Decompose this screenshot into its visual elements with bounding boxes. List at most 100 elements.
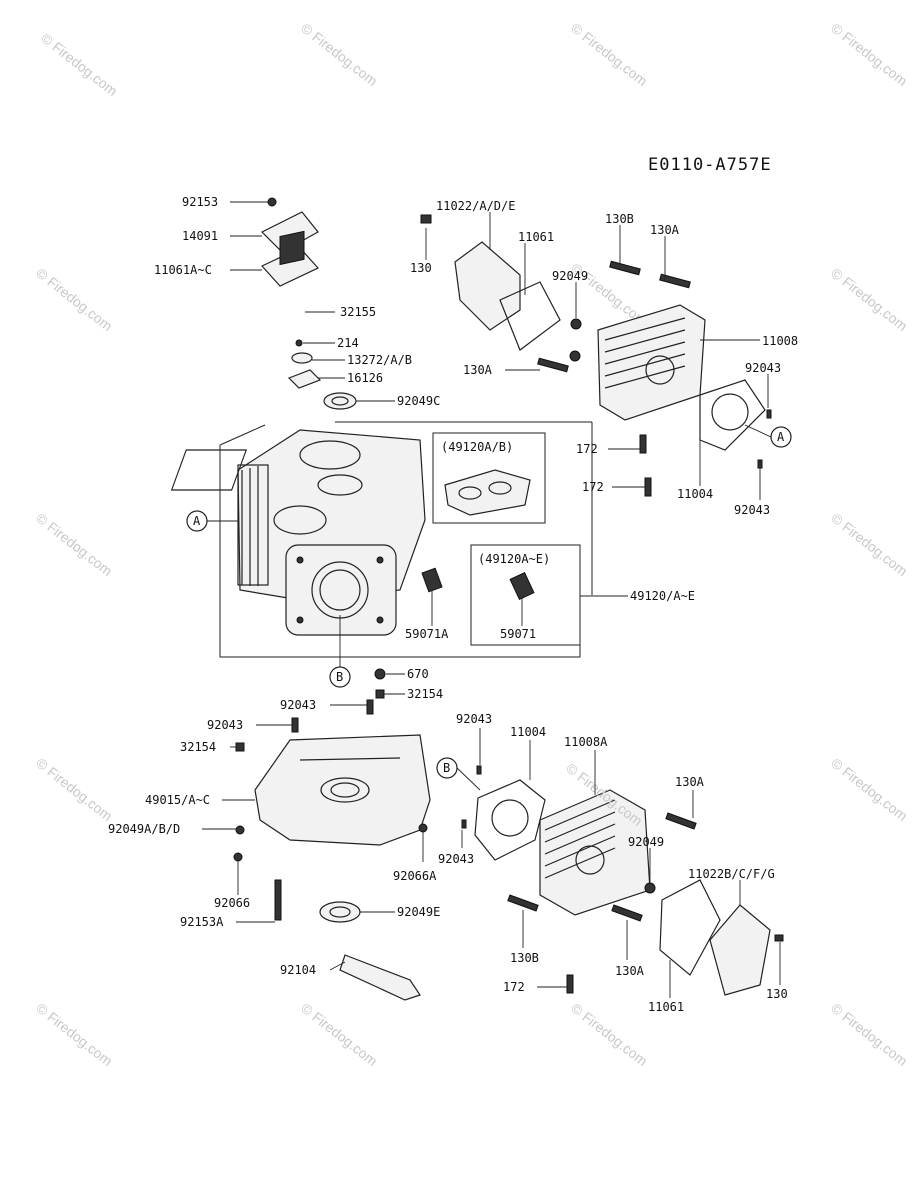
breather-valve-32155: [279, 230, 305, 266]
bolt-130A-b2: [611, 904, 643, 922]
label-11061AC: 11061A~C: [154, 263, 212, 277]
label-92066: 92066: [214, 896, 250, 910]
callout-A-right: A: [744, 424, 792, 448]
watermark: © Firedog.com: [828, 755, 910, 824]
pipe-172b: [644, 477, 652, 497]
callout-B-left: B: [329, 615, 351, 688]
svg-text:A: A: [777, 430, 785, 444]
label-11022ADE: 11022/A/D/E: [436, 199, 515, 213]
svg-text:B: B: [336, 670, 343, 684]
rocker-cover-11022b: [709, 904, 771, 996]
gasket-11004: [699, 379, 766, 451]
watermark: © Firedog.com: [828, 20, 910, 89]
plug-92066A: [418, 823, 428, 833]
label-32154: 32154: [407, 687, 443, 701]
crankcase-cover: [233, 699, 431, 1001]
svg-text:B: B: [443, 761, 450, 775]
tube-92104: [339, 954, 421, 1001]
watermark: © Firedog.com: [38, 30, 120, 99]
label-214: 214: [337, 336, 359, 350]
plug-92066: [233, 852, 243, 862]
cylinder-head-upper: [420, 214, 772, 497]
label-11061: 11061: [518, 230, 554, 244]
dowel-92043b: [757, 459, 763, 469]
gasket-11061b: [659, 879, 721, 976]
breather-assembly: [260, 197, 357, 410]
bolt-130b: [774, 934, 784, 942]
label-670: 670: [407, 667, 429, 681]
watermark-layer: © Firedog.com © Firedog.com © Firedog.co…: [33, 20, 910, 1069]
bolt-130A-mid: [537, 357, 569, 373]
label-49015: 49015/A~C: [145, 793, 210, 807]
plug-92049ABD: [235, 825, 245, 835]
label-92049ABD: 92049A/B/D: [108, 822, 180, 836]
label-130b: 130: [766, 987, 788, 1001]
gasket-11004b: [474, 779, 546, 861]
oring-670: [374, 668, 386, 680]
label-92043-b2: 92043: [438, 852, 474, 866]
plate-13272: [291, 352, 313, 364]
label-11008A: 11008A: [564, 735, 608, 749]
pipe-172c: [566, 974, 574, 994]
label-16126: 16126: [347, 371, 383, 385]
label-92049C: 92049C: [397, 394, 440, 408]
label-130B-b: 130B: [510, 951, 539, 965]
breather-cover-14091: [260, 211, 319, 253]
crankcase: [170, 429, 443, 636]
watermark: © Firedog.com: [298, 1000, 380, 1069]
bolt-130A-b: [665, 812, 697, 830]
nut-92049: [570, 318, 582, 330]
inset-49120AE: (49120A~E): [470, 544, 581, 646]
inset-49120AB: (49120A/B): [432, 432, 546, 524]
label-32155: 32155: [340, 305, 376, 319]
pipe-172: [639, 434, 647, 454]
bolt-130: [420, 214, 432, 224]
label-92066A: 92066A: [393, 869, 437, 883]
bolt-92153: [267, 197, 277, 207]
cap-32154: [375, 689, 385, 699]
label-130: 130: [410, 261, 432, 275]
bolt-130B-b: [507, 894, 539, 912]
label-92043-l: 92043: [207, 718, 243, 732]
watermark: © Firedog.com: [828, 265, 910, 334]
label-59071A: 59071A: [405, 627, 449, 641]
label-92043: 92043: [745, 361, 781, 375]
dowel-59071A: [421, 567, 443, 593]
inset-label-49120AB: (49120A/B): [441, 440, 513, 454]
dowel-92043: [766, 409, 772, 419]
label-92153A: 92153A: [180, 915, 224, 929]
watermark: © Firedog.com: [828, 1000, 910, 1069]
label-13272: 13272/A/B: [347, 353, 412, 367]
plate-16126: [287, 369, 322, 389]
label-59071: 59071: [500, 627, 536, 641]
watermark: © Firedog.com: [298, 20, 380, 89]
label-92043-c: 92043: [280, 698, 316, 712]
label-92049: 92049: [552, 269, 588, 283]
label-172c: 172: [503, 980, 525, 994]
part-labels: 92153 14091 11061A~C 32155 214 13272/A/B…: [108, 195, 798, 1014]
label-14091: 14091: [182, 229, 218, 243]
rocker-cover-11022: [454, 241, 521, 331]
label-11022BCFG: 11022B/C/F/G: [688, 867, 775, 881]
diagram-code: E0110-A757E: [648, 155, 772, 175]
callout-B-right: B: [436, 757, 481, 791]
watermark: © Firedog.com: [33, 755, 115, 824]
label-130A: 130A: [650, 223, 680, 237]
label-92104: 92104: [280, 963, 316, 977]
label-130A-b2: 130A: [615, 964, 645, 978]
screw-214: [295, 339, 303, 347]
inset-label-49120AE: (49120A~E): [478, 552, 550, 566]
cylinder-head-11008: [597, 304, 706, 421]
cap-32154b: [235, 742, 245, 752]
watermark: © Firedog.com: [568, 20, 650, 89]
label-11008: 11008: [762, 334, 798, 348]
label-11004: 11004: [677, 487, 713, 501]
oil-seal-92049C: [323, 392, 357, 410]
watermark: © Firedog.com: [568, 1000, 650, 1069]
leader-lines: [202, 201, 781, 998]
label-92043-b1: 92043: [456, 712, 492, 726]
label-172: 172: [576, 442, 598, 456]
gasket-11061: [499, 281, 561, 351]
bolt-130A: [659, 273, 691, 289]
